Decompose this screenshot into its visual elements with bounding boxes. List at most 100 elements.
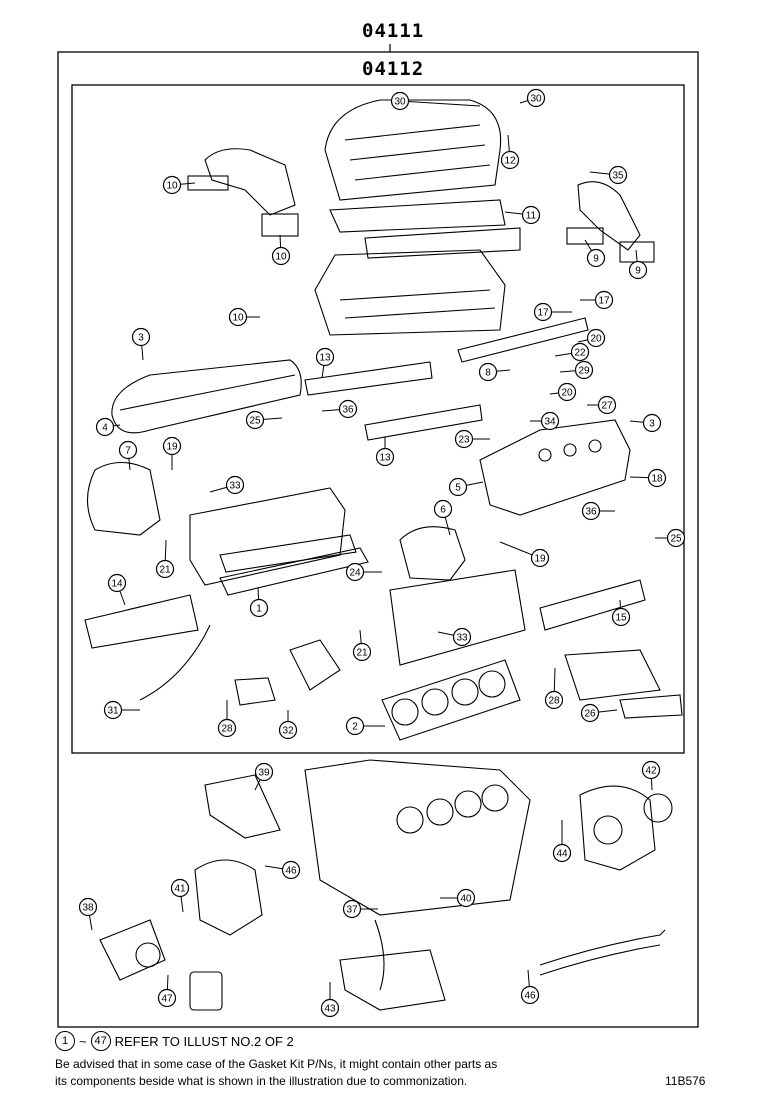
callout-bubble <box>155 559 175 579</box>
callout-bubble <box>225 475 245 495</box>
callout-bubble <box>390 91 410 111</box>
callout-17: 17 <box>580 290 614 310</box>
callout-bubble <box>162 436 182 456</box>
callout-bubble <box>581 501 601 521</box>
callout-bubble <box>448 477 468 497</box>
callout-bubble <box>375 447 395 467</box>
callout-46: 46 <box>264 860 301 880</box>
footer-note-line2: its components beside what is shown in t… <box>55 1074 468 1088</box>
callout-label: 35 <box>612 171 624 182</box>
callout-bubble <box>552 843 572 863</box>
callout-25: 25 <box>245 410 283 430</box>
callout-9: 9 <box>628 249 648 280</box>
callout-bubble <box>557 382 577 402</box>
callout-19: 19 <box>499 541 550 568</box>
callout-label: 27 <box>601 401 613 412</box>
callout-label: 46 <box>524 991 536 1002</box>
callout-label: 19 <box>534 554 546 565</box>
callout-29: 29 <box>559 360 594 380</box>
callout-label: 12 <box>504 156 516 167</box>
callout-bubble <box>157 988 177 1008</box>
callout-label: 9 <box>593 254 599 265</box>
footer-note-line1: Be advised that in some case of the Gask… <box>55 1057 498 1071</box>
callout-label: 20 <box>561 388 573 399</box>
callout-label: 13 <box>379 453 391 464</box>
callout-label: 25 <box>670 534 682 545</box>
callout-label: 41 <box>174 884 186 895</box>
callout-label: 25 <box>249 416 261 427</box>
callout-bubble <box>103 700 123 720</box>
callout-22: 22 <box>554 342 590 362</box>
callout-bubble <box>594 290 614 310</box>
callout-37: 37 <box>342 899 378 919</box>
callout-7: 7 <box>118 440 138 471</box>
callout-10: 10 <box>228 307 260 327</box>
callout-label: 11 <box>526 211 537 222</box>
callout-43: 43 <box>320 982 340 1018</box>
callout-bubble <box>345 562 365 582</box>
callout-11: 11 <box>504 205 541 225</box>
figure-code: 11B576 <box>665 1074 706 1088</box>
callout-3: 3 <box>629 413 662 433</box>
callout-label: 9 <box>635 266 641 277</box>
ref-end-badge: 47 <box>90 1031 111 1051</box>
callout-bubble <box>254 762 274 782</box>
kit-code-04111: 04111 <box>362 20 425 42</box>
callout-13: 13 <box>315 347 335 379</box>
callout-bubble <box>433 499 453 519</box>
callout-label: 8 <box>485 368 491 379</box>
callout-label: 43 <box>324 1004 336 1015</box>
callout-41: 41 <box>170 878 190 913</box>
callout-label: 10 <box>275 252 287 263</box>
callout-label: 32 <box>282 726 294 737</box>
callout-bubble <box>320 998 340 1018</box>
kit-code-04112: 04112 <box>362 58 425 80</box>
callout-30: 30 <box>390 91 481 111</box>
callout-bubble <box>118 440 138 460</box>
callout-label: 42 <box>645 766 657 777</box>
callout-12: 12 <box>500 134 520 170</box>
callout-38: 38 <box>78 897 98 931</box>
callout-5: 5 <box>448 477 484 497</box>
callout-39: 39 <box>254 762 274 791</box>
callout-label: 47 <box>161 994 173 1005</box>
callout-label: 28 <box>548 696 560 707</box>
callout-bubble <box>478 362 498 382</box>
callout-46: 46 <box>520 969 540 1005</box>
callout-label: 46 <box>285 866 297 877</box>
callout-label: 6 <box>440 505 446 516</box>
callout-bubble <box>352 642 372 662</box>
callout-6: 6 <box>433 499 453 536</box>
callout-bubble <box>345 716 365 736</box>
callout-27: 27 <box>587 395 617 415</box>
callout-label: 24 <box>349 568 361 579</box>
callout-bubble <box>338 399 358 419</box>
callout-label: 10 <box>232 313 244 324</box>
callout-label: 30 <box>394 97 406 108</box>
callout-bubble <box>228 307 248 327</box>
callout-label: 13 <box>319 353 331 364</box>
callout-bubble <box>666 528 686 548</box>
callout-1: 1 <box>249 587 269 618</box>
callout-3: 3 <box>131 327 151 361</box>
callout-label: 44 <box>556 849 568 860</box>
callout-label: 26 <box>584 709 596 720</box>
footer-reference: 1 ~ 47 REFER TO ILLUST NO.2 OF 2 <box>55 1031 294 1051</box>
callout-bubble <box>521 205 541 225</box>
callout-23: 23 <box>454 429 490 449</box>
callout-33: 33 <box>209 475 245 495</box>
callout-label: 38 <box>82 903 94 914</box>
callout-bubble <box>456 888 476 908</box>
callout-32: 32 <box>278 710 298 740</box>
callout-33: 33 <box>437 627 472 647</box>
callout-label: 3 <box>649 419 655 430</box>
ref-text: REFER TO ILLUST NO.2 OF 2 <box>114 1033 294 1049</box>
callout-10: 10 <box>271 234 291 266</box>
callout-bubble <box>533 302 553 322</box>
callout-20: 20 <box>577 328 606 348</box>
ref-tilde: ~ <box>79 1033 87 1049</box>
callout-bubble <box>586 248 606 268</box>
callout-label: 1 <box>256 604 262 615</box>
callout-bubble <box>530 548 550 568</box>
